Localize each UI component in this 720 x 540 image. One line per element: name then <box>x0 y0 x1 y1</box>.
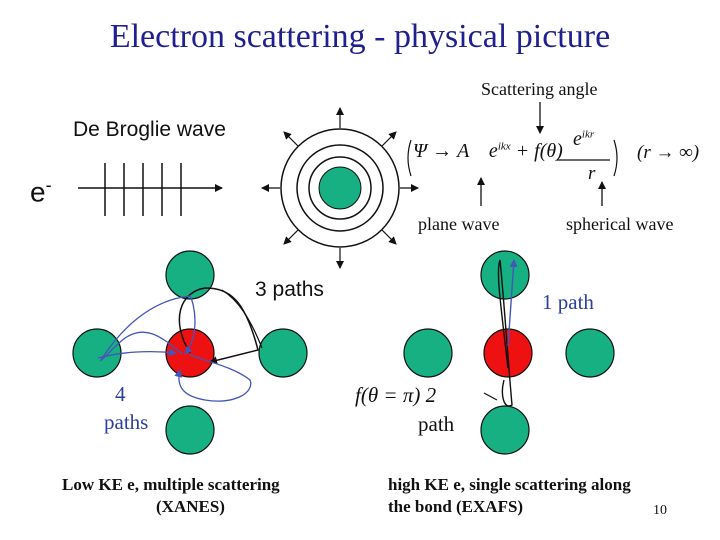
spherical-wave-label: spherical wave <box>566 214 674 234</box>
right-caption-line2: the bond (EXAFS) <box>388 497 524 516</box>
slide-title: Electron scattering - physical picture <box>109 18 611 55</box>
wavefunction-equation: Ψ → A eikx + f(θ) <box>413 140 563 163</box>
four-label: 4 <box>115 382 126 406</box>
de-broglie-label: De Broglie wave <box>73 118 226 141</box>
four-paths-label: paths <box>104 410 149 434</box>
electron-symbol: e- <box>30 175 52 208</box>
electron-charge: - <box>45 175 52 195</box>
spherical-denominator: r <box>588 163 596 184</box>
equation-pointers <box>407 102 618 206</box>
spherical-exponent: ikr <box>581 128 595 141</box>
left-caption-line1: Low KE e, multiple scattering <box>62 475 280 494</box>
single-scattering-cluster <box>403 250 615 455</box>
right-caption: high KE e, single scattering along the b… <box>388 474 631 518</box>
spherical-numerator: eikr <box>573 128 594 151</box>
multiple-scattering-cluster <box>72 250 308 455</box>
spherical-e: e <box>573 128 582 150</box>
plane-e: e <box>488 140 498 162</box>
spherical-wave-atom <box>261 107 419 269</box>
de-broglie-wave <box>78 163 223 216</box>
one-path-label: 1 path <box>542 290 594 314</box>
psi-arrow: Ψ → A <box>413 140 469 162</box>
limit-condition: (r → ∞) <box>637 142 700 163</box>
right-caption-line1: high KE e, single scattering along <box>388 475 631 494</box>
path-label: path <box>418 412 455 436</box>
page-number: 10 <box>653 503 667 518</box>
backscatter-amplitude: f(θ = π) 2 <box>355 383 437 407</box>
left-caption-line2: (XANES) <box>156 497 225 516</box>
left-caption: Low KE e, multiple scattering (XANES) <box>62 474 280 518</box>
electron-letter: e <box>30 176 46 208</box>
plane-exponent: ikx <box>497 140 511 153</box>
scattering-angle-label: Scattering angle <box>481 79 598 99</box>
three-paths-label: 3 paths <box>255 278 324 301</box>
plane-wave-label: plane wave <box>418 214 500 234</box>
scattering-amplitude: + f(θ) <box>515 140 563 162</box>
